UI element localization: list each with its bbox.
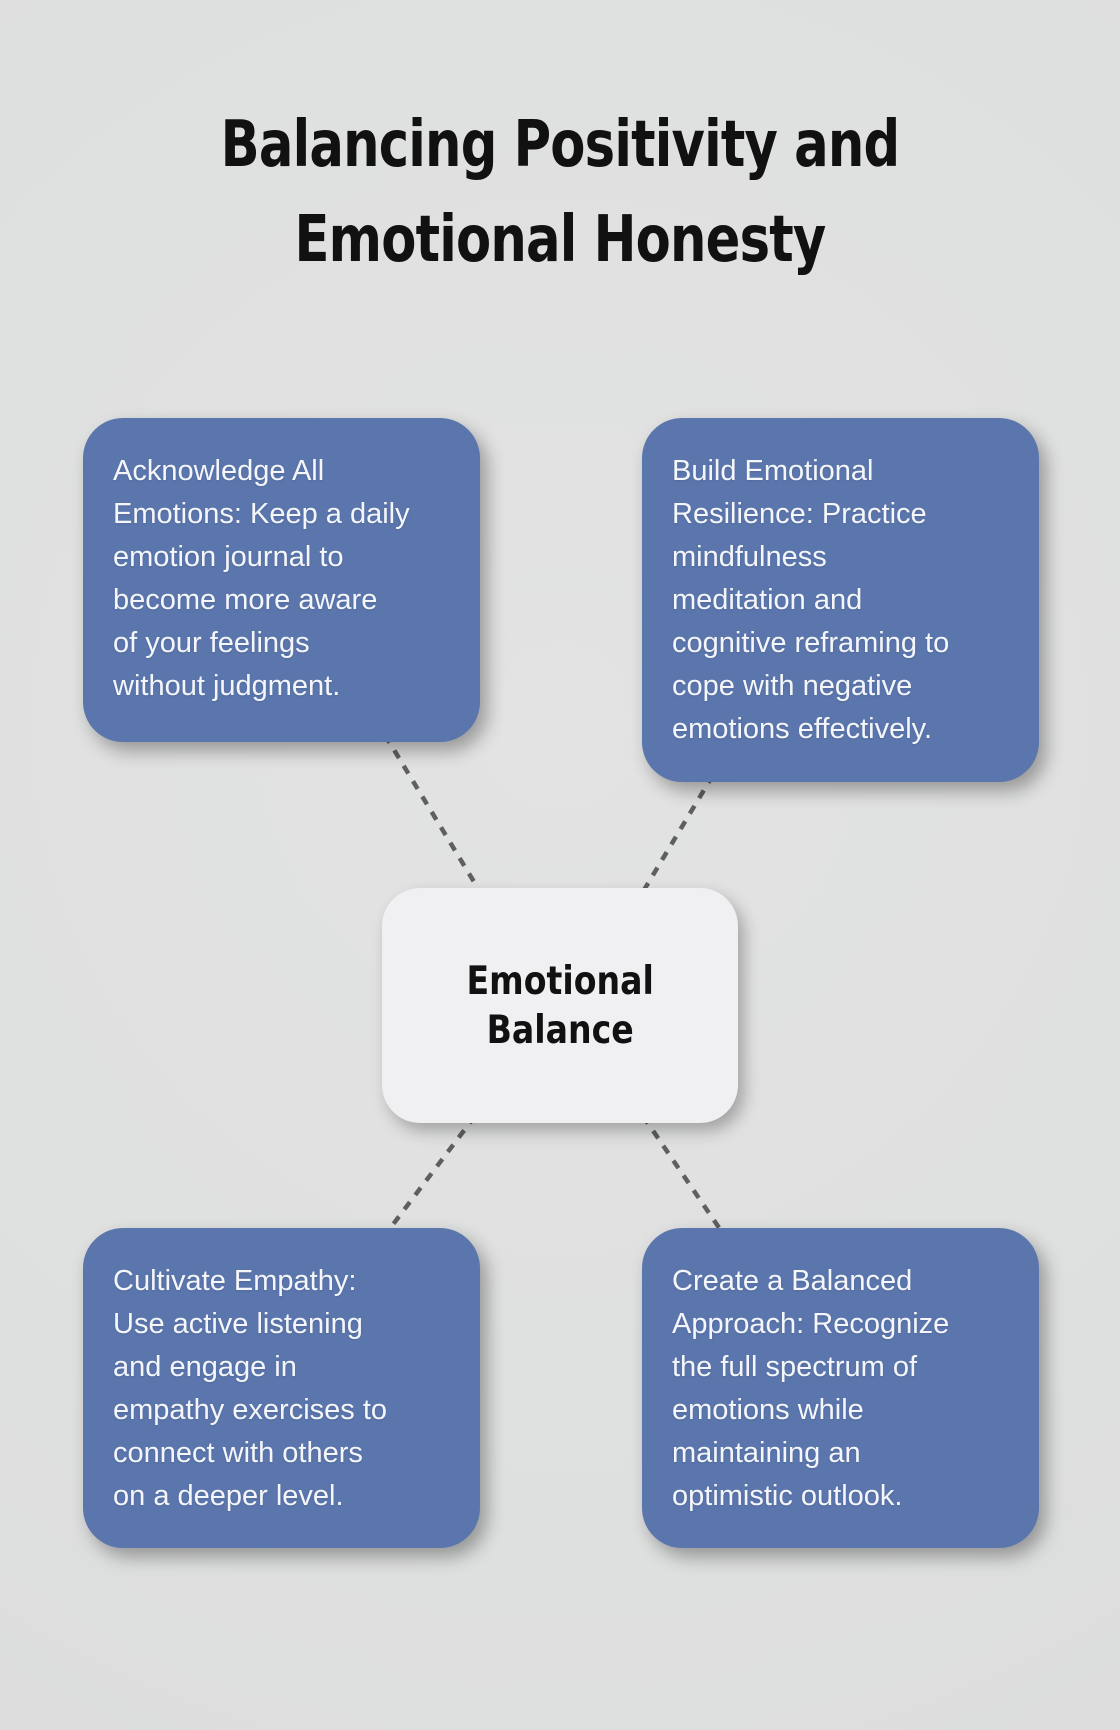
connector-top-right <box>639 773 715 897</box>
node-cultivate-empathy: Cultivate Empathy: Use active listening … <box>83 1228 480 1548</box>
connector-bottom-right <box>641 1114 726 1237</box>
node-create-balanced-approach: Create a Balanced Approach: Recognize th… <box>642 1228 1039 1548</box>
node-build-emotional-resilience: Build Emotional Resilience: Practice min… <box>642 418 1039 782</box>
center-node-label: Emotional Balance <box>466 958 654 1053</box>
connector-bottom-left <box>383 1114 477 1237</box>
node-emotional-balance: Emotional Balance <box>382 888 738 1123</box>
page-title: Balancing Positivity and Emotional Hones… <box>220 108 901 277</box>
connector-top-left <box>383 733 484 897</box>
node-acknowledge-all-emotions: Acknowledge All Emotions: Keep a daily e… <box>83 418 480 742</box>
